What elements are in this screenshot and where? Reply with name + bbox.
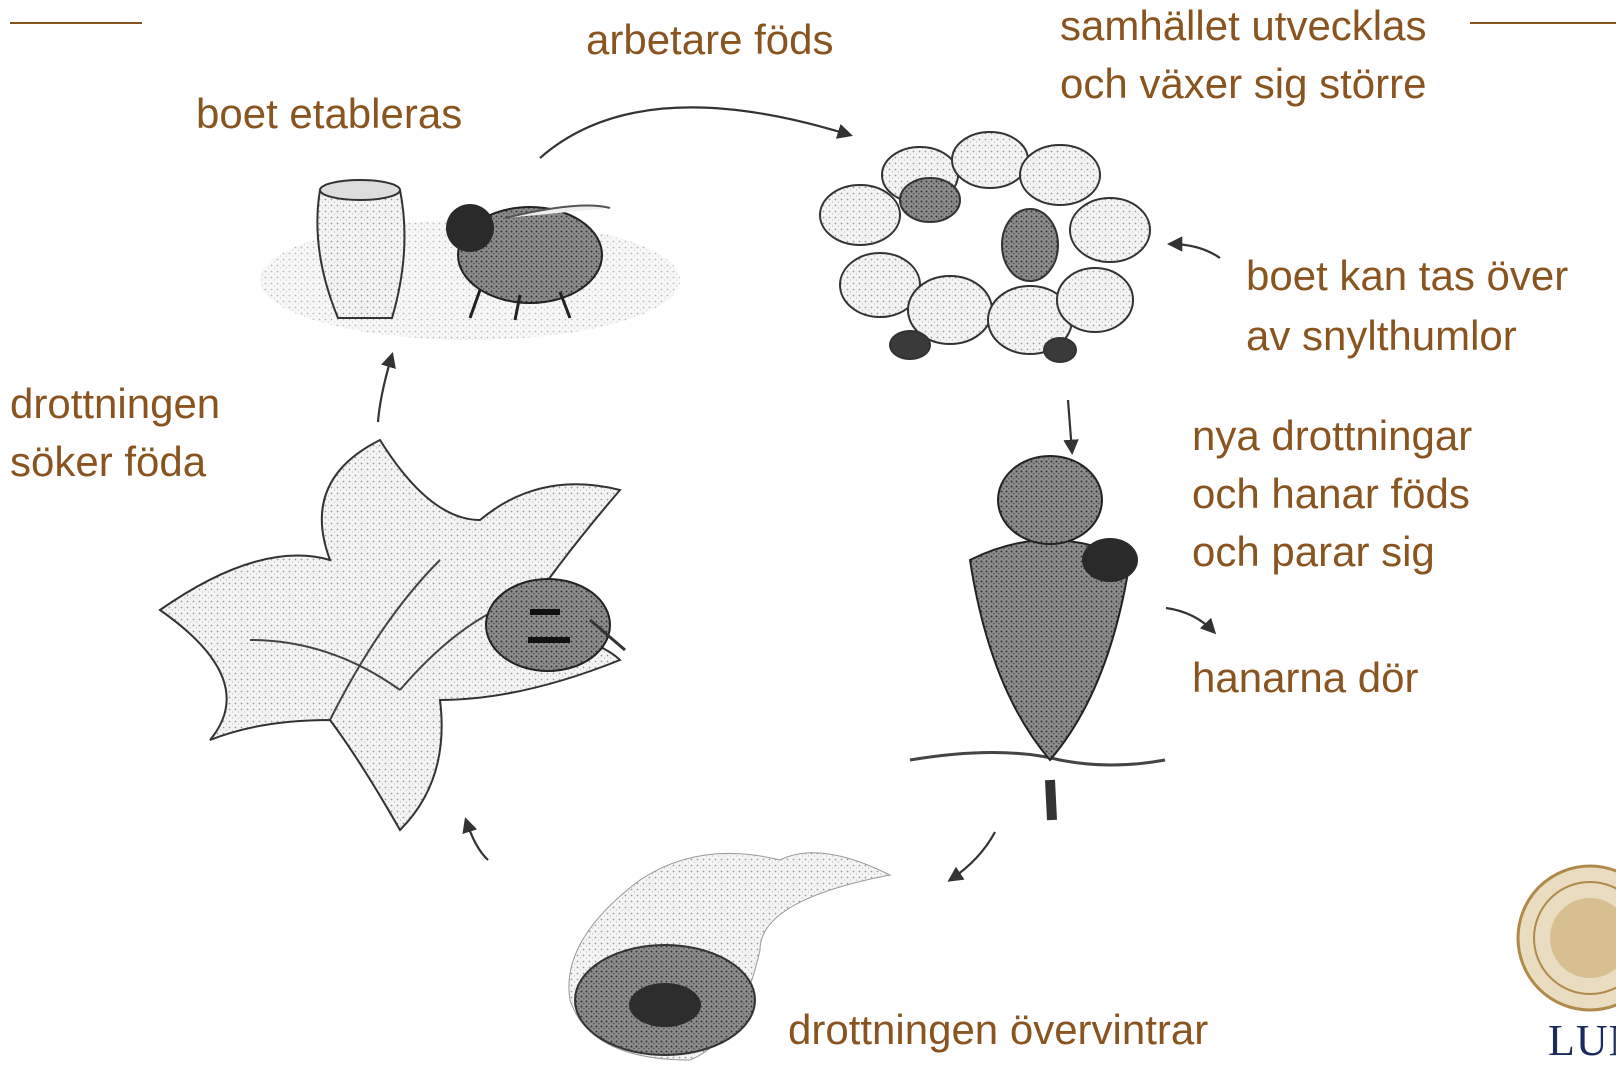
label-cuckoo-line2: av snylthumlor: [1246, 310, 1517, 362]
label-colony-grows-line1: samhället utvecklas: [1060, 0, 1427, 52]
label-males-die: hanarna dör: [1192, 652, 1419, 704]
label-queen-forages-line1: drottningen: [10, 378, 220, 430]
arrow-cuckoo-into-nest: [1170, 244, 1220, 258]
plant-illustration: [160, 440, 625, 830]
thistle-illustration: [910, 456, 1165, 820]
nest-illustration: [260, 180, 680, 340]
arrow-colony-to-mating: [1068, 400, 1072, 452]
label-nest-established: boet etableras: [196, 88, 462, 140]
university-seal-logo: [1518, 866, 1616, 1010]
label-queen-overwinters: drottningen övervintrar: [788, 1004, 1208, 1056]
label-new-queens-line3: och parar sig: [1192, 526, 1435, 578]
arrow-males-die: [1166, 608, 1214, 632]
university-wordmark: LUN: [1548, 1018, 1616, 1064]
label-workers-born: arbetare föds: [586, 14, 834, 66]
arrow-mating-to-hibernation: [950, 832, 995, 880]
label-colony-grows-line2: och växer sig större: [1060, 58, 1426, 110]
label-queen-forages-line2: söker föda: [10, 436, 206, 488]
label-new-queens-line2: och hanar föds: [1192, 468, 1470, 520]
arrow-hibernation-to-forage: [466, 820, 488, 860]
label-new-queens-line1: nya drottningar: [1192, 410, 1472, 462]
label-cuckoo-line1: boet kan tas över: [1246, 250, 1568, 302]
arrow-forage-to-nest: [378, 355, 392, 422]
arrow-nest-to-workers: [540, 107, 850, 158]
colony-illustration: [820, 132, 1150, 362]
